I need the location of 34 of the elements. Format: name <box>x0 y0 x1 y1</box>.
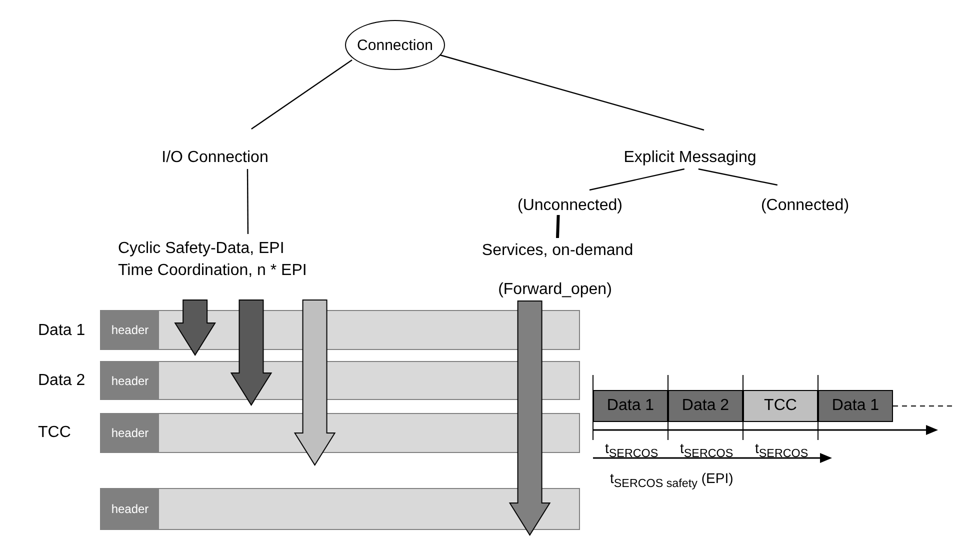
frame-bar <box>100 488 580 530</box>
node-label: I/O Connection <box>150 147 280 169</box>
block-arrow <box>508 300 551 536</box>
node-label: (Unconnected) <box>505 195 635 217</box>
block-arrow <box>294 300 336 466</box>
connector-line <box>698 168 778 186</box>
connector-line <box>589 168 685 191</box>
time-label: t$_{SERCOS}$ <box>755 440 808 460</box>
node-label: Explicit Messaging <box>620 147 760 169</box>
node-label: (Forward_open) <box>495 279 615 301</box>
node-label: (Connected) <box>745 195 865 217</box>
header-block: header <box>101 311 159 349</box>
connector-line <box>251 60 352 130</box>
row-label: Data 2 <box>38 372 86 390</box>
time-label: t$_{SERCOS}$ <box>680 440 734 460</box>
connector-line <box>440 54 704 131</box>
block-arrow <box>174 300 216 356</box>
ellipse-node: Connection <box>345 20 445 70</box>
time-slot: Data 1 <box>593 390 668 422</box>
row-label: Data 1 <box>38 322 86 340</box>
time-slot: Data 2 <box>668 390 743 422</box>
header-block: header <box>101 414 159 452</box>
time-label: t$_{SERCOS}$ <box>605 440 658 460</box>
header-block: header <box>101 489 159 529</box>
node-label: Services, on-demand <box>475 240 640 262</box>
block-arrow <box>230 300 272 406</box>
connector-line <box>556 214 560 238</box>
time-slot: TCC <box>743 390 818 422</box>
time-label: t$_{SERCOS safety}$ (EPI) <box>610 470 734 490</box>
row-label: TCC <box>38 424 71 442</box>
node-label: Cyclic Safety-Data, EPI Time Coordination, n * EPI <box>118 238 323 284</box>
header-block: header <box>101 362 159 399</box>
time-slot: Data 1 <box>818 390 893 422</box>
connector-line <box>246 169 249 234</box>
